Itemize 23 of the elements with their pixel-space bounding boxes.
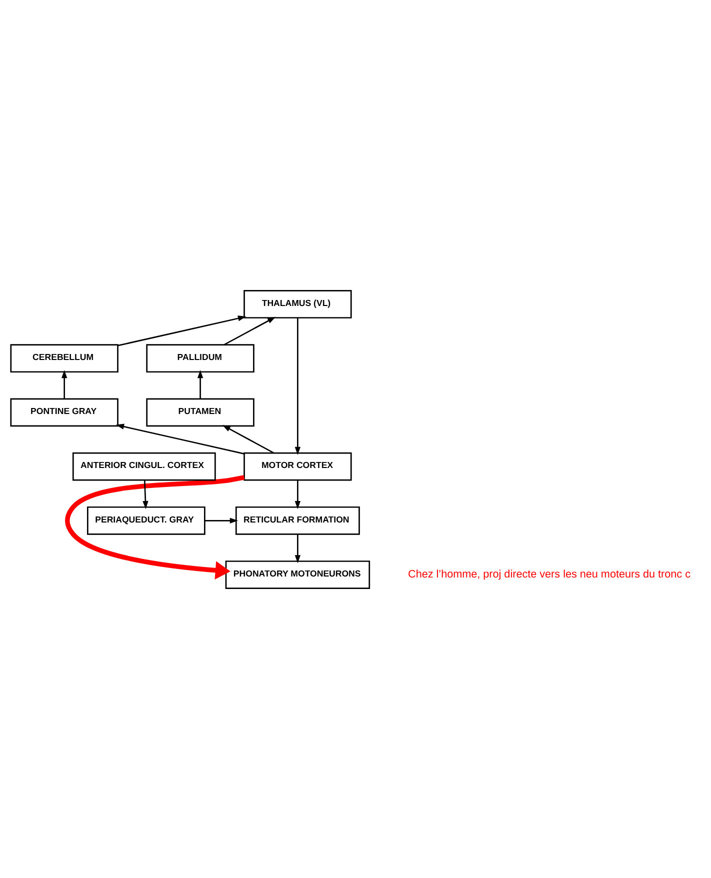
arrow [294,534,301,563]
node-box: ANTERIOR CINGUL. CORTEX [72,452,216,480]
arrow [118,315,246,346]
node-box: PUTAMEN [146,398,254,426]
node-box: MOTOR CORTEX [244,452,352,480]
label: Chez l’homme, proj directe vers les neu moteurs du tronc c [408,568,690,580]
arrow [197,370,204,398]
arrow [65,474,245,579]
node-box: RETICULAR FORMATION [235,506,360,534]
node-box: THALAMUS (VL) [244,290,352,318]
node-box: PALLIDUM [146,344,254,372]
node-box: CEREBELLUM [10,344,118,372]
node-box: PHONATORY MOTONEURONS [225,560,370,588]
arrow [294,480,301,509]
arrow [294,317,301,454]
arrow [224,316,276,345]
arrow [61,370,68,398]
arrow [116,423,244,454]
node-box: PONTINE GRAY [10,398,118,426]
node-box: PERIAQUEDUCT. GRAY [87,506,206,534]
arrow [142,480,148,509]
arrow [204,517,238,524]
arrow [222,424,274,454]
